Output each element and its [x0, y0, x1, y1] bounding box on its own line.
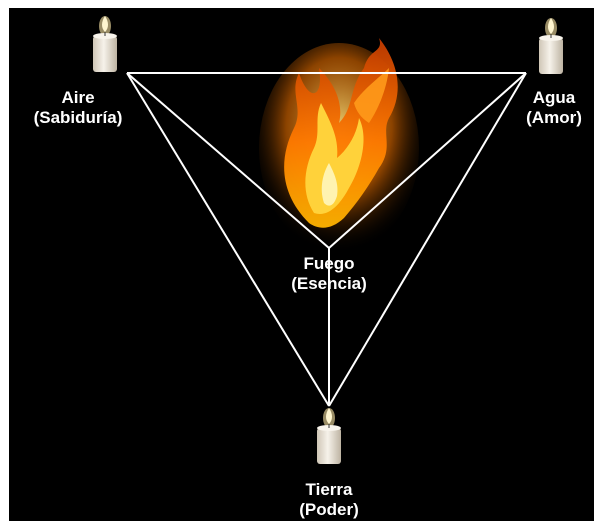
node-label-aire: Aire (Sabiduría)	[13, 88, 143, 128]
node-name: Tierra	[264, 480, 394, 500]
node-name: Agua	[509, 88, 594, 108]
node-name: Fuego	[259, 254, 399, 274]
node-label-tierra: Tierra (Poder)	[264, 480, 394, 520]
node-label-fuego: Fuego (Esencia)	[259, 254, 399, 294]
diagram-canvas: Aire (Sabiduría) Agua (Amor) Fuego (Esen…	[9, 8, 594, 521]
fire-icon	[259, 38, 419, 253]
node-meaning: (Poder)	[264, 500, 394, 520]
node-label-agua: Agua (Amor)	[509, 88, 594, 128]
node-meaning: (Esencia)	[259, 274, 399, 294]
node-meaning: (Sabiduría)	[13, 108, 143, 128]
candle-icon	[317, 408, 341, 464]
node-meaning: (Amor)	[509, 108, 594, 128]
candle-icon	[93, 16, 117, 72]
node-name: Aire	[13, 88, 143, 108]
candle-icon	[539, 18, 563, 74]
